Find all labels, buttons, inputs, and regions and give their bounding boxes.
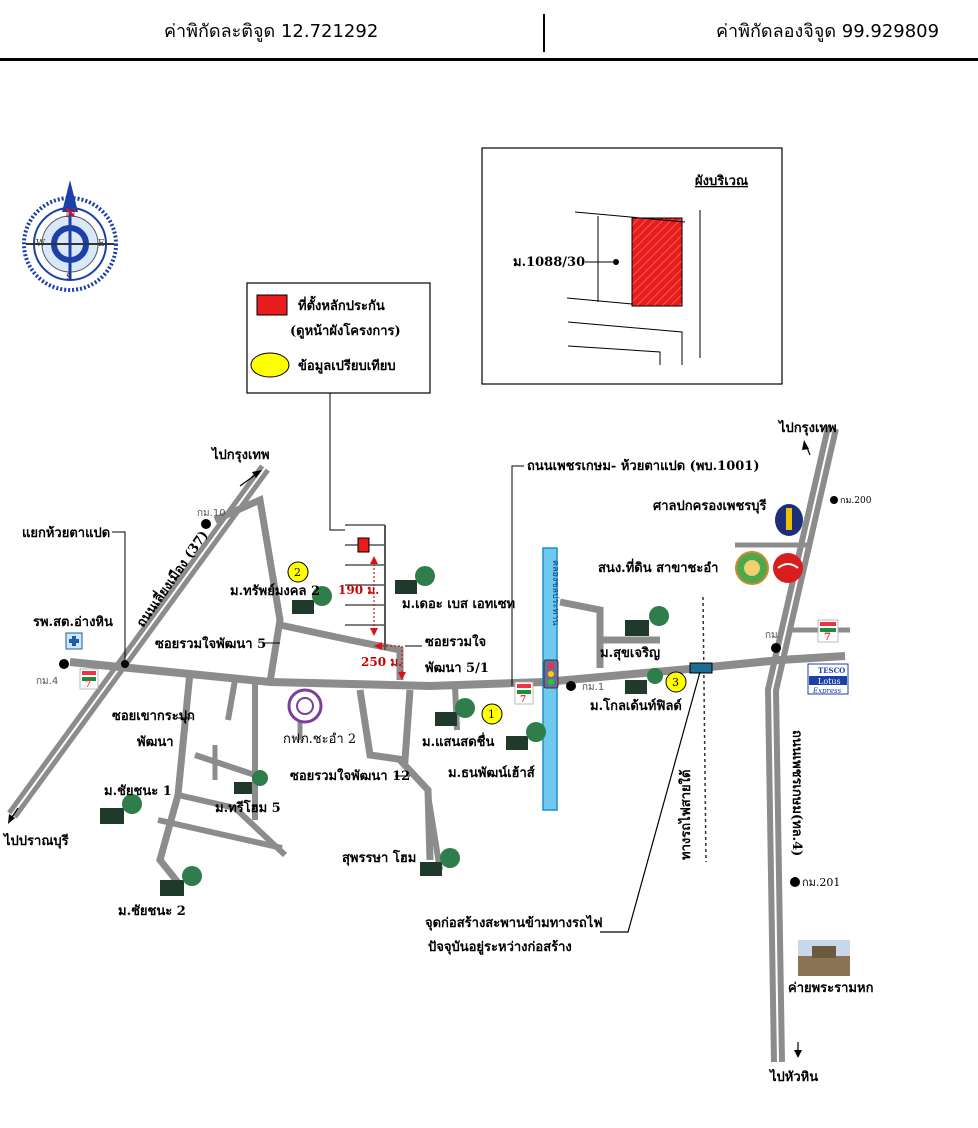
compass-east: E bbox=[98, 239, 105, 249]
compass-icon: N S E W bbox=[22, 180, 118, 292]
legend-collateral-swatch bbox=[256, 294, 288, 316]
to-huahin: ไปหัวหิน bbox=[768, 1068, 818, 1085]
distance-250: 250 ม. bbox=[361, 655, 402, 669]
km201-label: กม.201 bbox=[802, 876, 840, 889]
soi-khao-label-2: พัฒนา bbox=[137, 735, 174, 750]
road-37-label: ถนนเลี่ยงเมือง (37) bbox=[132, 526, 212, 630]
comparison-marker-2: 2 bbox=[287, 561, 309, 583]
inset-plot-label: ม.1088/30 bbox=[513, 255, 585, 270]
inset-plot bbox=[631, 217, 683, 307]
village-thanaphat-label: ม.ธนพัฒน์เฮ้าส์ bbox=[448, 765, 535, 781]
km4-label: กม.4 bbox=[36, 676, 58, 687]
svg-text:7: 7 bbox=[520, 695, 526, 705]
to-bangkok-right: ไปกรุงเทพ bbox=[777, 419, 837, 436]
soi-khao-label: ซอยเขากระปุก bbox=[112, 709, 195, 724]
to-bangkok-left: ไปกรุงเทพ bbox=[210, 446, 270, 463]
svg-text:Lotus: Lotus bbox=[818, 677, 841, 686]
bridge-marker bbox=[689, 662, 713, 674]
km-right-label: กม. bbox=[765, 630, 781, 641]
km1-label: กม.1 bbox=[582, 682, 604, 693]
legend-comparison-label: ข้อมูลเปรียบเทียบ bbox=[298, 358, 396, 374]
junction-label: แยกห้วยตาแปด bbox=[22, 525, 110, 541]
land-office-label: สนง.ที่ดิน สาขาชะอำ bbox=[598, 558, 718, 576]
village-sukcharoen-label: ม.สุขเจริญ bbox=[600, 646, 660, 661]
village-chaichana1-label: ม.ชัยชนะ 1 bbox=[104, 784, 172, 799]
road-4-label: ถนนเพชรเกษม(ทล.4) bbox=[789, 730, 804, 856]
court-label: ศาลปกครองเพชรบุรี bbox=[653, 498, 767, 514]
soi12-label: ซอยรวมใจพัฒนา 12 bbox=[290, 767, 410, 784]
legend-comparison-swatch bbox=[250, 352, 290, 378]
village-suphansa-label: สุพรรษา โฮม bbox=[342, 849, 416, 866]
bridge-status-label: ปัจจุบันอยู่ระหว่างก่อสร้าง bbox=[428, 939, 572, 955]
distance-190: 190 ม. bbox=[338, 583, 379, 597]
camp-label: ค่ายพระรามหก bbox=[788, 981, 874, 996]
compass-south: S bbox=[66, 273, 72, 283]
seven-eleven-icon: 7 bbox=[817, 619, 839, 643]
soi51-label: ซอยรวมใจ bbox=[425, 633, 486, 650]
legend-collateral-label: ที่ตั้งหลักประกัน bbox=[298, 295, 385, 314]
canal-label: คลองชลประทาน bbox=[550, 560, 560, 625]
bridge-label: จุดก่อสร้างสะพานข้ามทางรถไฟ bbox=[425, 914, 603, 931]
km10-label: กม.10 bbox=[197, 508, 226, 519]
seven-eleven-icon: 7 bbox=[79, 668, 99, 690]
seven-eleven-icon: 7 bbox=[514, 681, 534, 705]
latitude-text: ค่าพิกัดละติจูด 12.721292 bbox=[164, 21, 379, 42]
comparison-marker-1: 1 bbox=[481, 703, 503, 725]
longitude-text: ค่าพิกัดลองจิจูด 99.929809 bbox=[716, 21, 940, 42]
camp-photo-icon bbox=[798, 940, 850, 976]
village-chaichana2-label: ม.ชัยชนะ 2 bbox=[118, 904, 186, 919]
compass-north: N bbox=[65, 206, 76, 220]
village-icons bbox=[100, 566, 669, 896]
km200-label: กม.200 bbox=[840, 496, 872, 506]
compass-west: W bbox=[36, 239, 46, 249]
village-the-base-label: ม.เดอะ เบส เอทเซท bbox=[402, 597, 515, 612]
distance-arrows bbox=[370, 556, 406, 680]
traffic-light-icon bbox=[543, 659, 559, 689]
svg-text:7: 7 bbox=[85, 680, 91, 690]
inset-title: ผังบริเวณ bbox=[695, 174, 748, 189]
pea-label: กฟภ.ชะอำ 2 bbox=[283, 732, 356, 747]
road-phetkasem-label: ถนนเพชรเกษม- ห้วยตาแปด (พบ.1001) bbox=[527, 458, 760, 474]
roads bbox=[7, 426, 850, 1063]
court-logo-icon bbox=[775, 504, 803, 536]
pea-logo-icon bbox=[287, 688, 323, 724]
village-tree-home-label: ม.ทรีโฮม 5 bbox=[215, 799, 281, 816]
svg-text:3: 3 bbox=[672, 676, 679, 689]
site-plan-inset: ผังบริเวณ ม.1088/30 bbox=[481, 147, 783, 385]
coordinates-header: ค่าพิกัดละติจูด 12.721292 ค่าพิกัดลองจิจ… bbox=[0, 0, 978, 61]
village-golden-field-label: ม.โกลเด้นท์ฟิลด์ bbox=[590, 697, 682, 714]
village-sap-mongkol-label: ม.ทรัพย์มงคล 2 bbox=[230, 583, 320, 599]
to-pranburi: ไปปราณบุรี bbox=[2, 832, 69, 849]
comparison-marker-3: 3 bbox=[665, 671, 687, 693]
svg-text:1: 1 bbox=[488, 708, 495, 721]
legend-collateral-sub: (ดูหน้าผังโครงการ) bbox=[290, 322, 401, 339]
svg-text:Express: Express bbox=[812, 687, 842, 695]
hospital-label: รพ.สต.อ่างหิน bbox=[33, 615, 113, 630]
railway-line bbox=[702, 596, 707, 863]
svg-text:TESCO: TESCO bbox=[818, 666, 845, 675]
collateral-location-marker bbox=[357, 537, 370, 553]
village-saen-label: ม.แสนสดชื่น bbox=[422, 732, 494, 750]
railway-label: ทางรถไฟสายใต้ bbox=[677, 770, 694, 860]
legend-box: ที่ตั้งหลักประกัน (ดูหน้าผังโครงการ) ข้อ… bbox=[246, 282, 431, 531]
soi51-label-2: พัฒนา 5/1 bbox=[425, 661, 489, 676]
soi5-label: ซอยรวมใจพัฒนา 5 bbox=[155, 635, 266, 652]
svg-text:2: 2 bbox=[294, 566, 301, 579]
land-office-logo-icon bbox=[735, 551, 803, 585]
header-divider bbox=[543, 14, 545, 52]
tesco-lotus-icon: TESCO Lotus Express bbox=[807, 663, 849, 695]
svg-text:7: 7 bbox=[824, 632, 831, 643]
